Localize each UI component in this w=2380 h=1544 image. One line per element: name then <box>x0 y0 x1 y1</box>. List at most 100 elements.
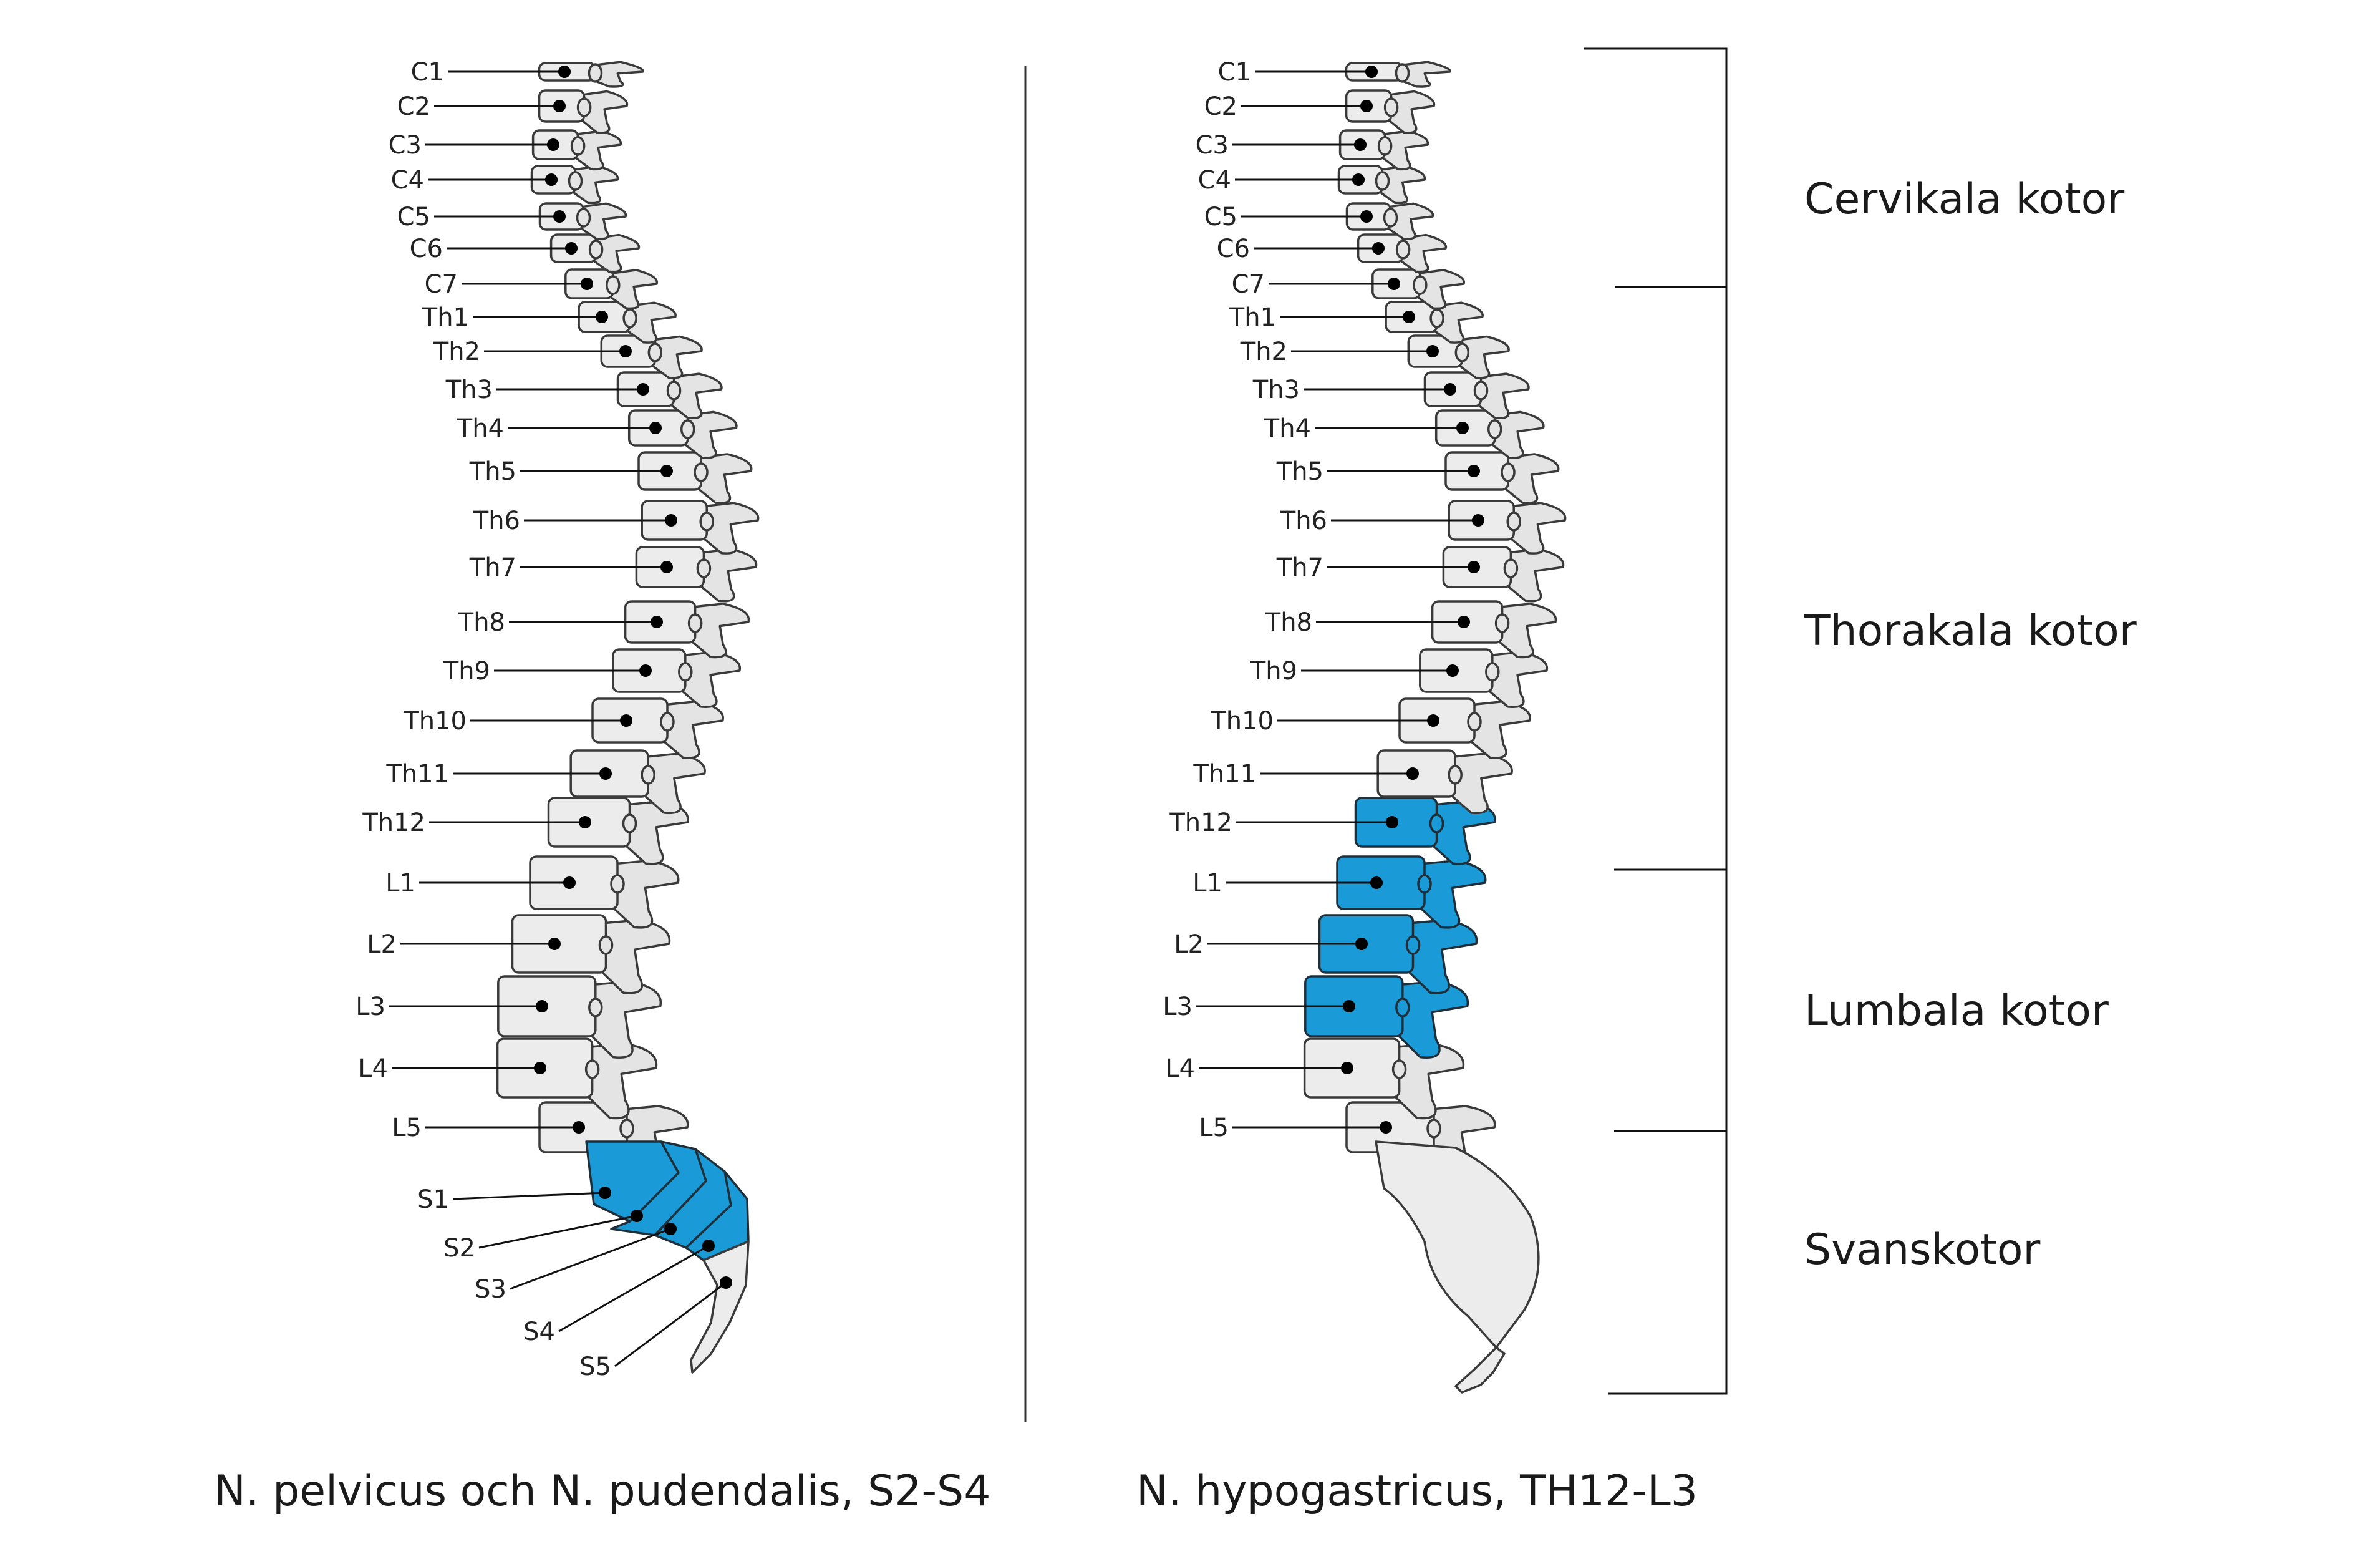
marker-th3 <box>1444 383 1456 396</box>
marker-c1 <box>1365 66 1378 78</box>
leader-s5 <box>614 1281 727 1367</box>
marker-s1 <box>599 1187 611 1199</box>
label-c2: C2 <box>397 92 430 121</box>
vertebra-l1 <box>529 855 680 929</box>
marker-c6 <box>565 242 578 255</box>
region-label-thoracic: Thorakala kotor <box>1804 606 2137 656</box>
marker-th3 <box>637 383 649 396</box>
right-spine-labels: C1C2C3C4C5C6C7Th1Th2Th3Th4Th5Th6Th7Th8Th… <box>1163 58 1484 1142</box>
vertebra-c5 <box>1345 202 1434 240</box>
label-th10: Th10 <box>403 707 467 736</box>
vertebra-s5 <box>690 1240 750 1374</box>
label-th2: Th2 <box>1240 337 1287 366</box>
label-c7: C7 <box>425 270 458 299</box>
label-th12: Th12 <box>362 808 425 837</box>
marker-th4 <box>649 422 662 434</box>
label-c1: C1 <box>1218 58 1251 87</box>
label-s1: S1 <box>417 1185 449 1214</box>
marker-c7 <box>1388 278 1400 290</box>
region-label-lumbar: Lumbala kotor <box>1804 986 2109 1036</box>
marker-c1 <box>558 66 571 78</box>
vertebra-c4 <box>530 165 619 205</box>
marker-c4 <box>545 173 558 186</box>
vertebra-c3 <box>531 129 622 171</box>
label-l3: L3 <box>1163 993 1192 1021</box>
vertebra-c1 <box>1345 61 1451 88</box>
marker-th12 <box>1386 816 1398 828</box>
label-th6: Th6 <box>473 507 520 535</box>
vertebra-th5 <box>1444 451 1560 505</box>
marker-th10 <box>1427 714 1439 727</box>
leader-s2 <box>478 1215 637 1249</box>
marker-c5 <box>553 210 566 223</box>
marker-th9 <box>639 664 652 677</box>
marker-th5 <box>660 465 673 477</box>
vertebra-th8 <box>624 600 750 659</box>
marker-th12 <box>579 816 591 828</box>
label-l4: L4 <box>358 1054 388 1083</box>
vertebra-th6 <box>1448 500 1567 555</box>
vertebra-c6 <box>1357 233 1448 273</box>
marker-th2 <box>1426 345 1439 357</box>
label-th1: Th1 <box>1229 303 1276 332</box>
marker-th5 <box>1468 465 1480 477</box>
label-th1: Th1 <box>422 303 469 332</box>
leader-s4 <box>558 1245 709 1333</box>
label-c1: C1 <box>411 58 444 87</box>
label-th8: Th8 <box>458 608 505 637</box>
vertebra-th7 <box>1442 546 1565 603</box>
marker-l1 <box>563 876 576 889</box>
label-s3: S3 <box>475 1275 506 1304</box>
label-l5: L5 <box>1199 1114 1229 1142</box>
label-s5: S5 <box>579 1352 611 1381</box>
marker-c2 <box>1360 100 1373 112</box>
label-th4: Th4 <box>1264 414 1311 443</box>
marker-th9 <box>1446 664 1459 677</box>
label-th4: Th4 <box>457 414 504 443</box>
marker-th7 <box>1468 561 1480 573</box>
marker-c3 <box>547 138 559 151</box>
label-c3: C3 <box>389 131 422 160</box>
marker-th1 <box>1403 311 1415 323</box>
region-label-coccygeal: Svanskotor <box>1804 1225 2040 1275</box>
label-th12: Th12 <box>1169 808 1232 837</box>
marker-c5 <box>1360 210 1373 223</box>
marker-th10 <box>620 714 632 727</box>
label-th10: Th10 <box>1210 707 1274 736</box>
region-label-cervical: Cervikala kotor <box>1804 175 2124 224</box>
vertebra-th6 <box>641 500 760 555</box>
region-bracket <box>1584 47 1728 1395</box>
marker-l1 <box>1370 876 1383 889</box>
marker-s3 <box>664 1223 677 1235</box>
label-c5: C5 <box>397 203 430 231</box>
marker-th7 <box>660 561 673 573</box>
marker-th8 <box>651 616 663 628</box>
label-th11: Th11 <box>385 760 449 789</box>
marker-l2 <box>548 938 561 950</box>
marker-th8 <box>1458 616 1470 628</box>
left-caption: N. pelvicus och N. pudendalis, S2-S4 <box>214 1467 990 1516</box>
marker-c4 <box>1352 173 1365 186</box>
label-c3: C3 <box>1196 131 1229 160</box>
label-th7: Th7 <box>1276 553 1323 582</box>
marker-th6 <box>665 514 677 527</box>
marker-s4 <box>702 1240 715 1252</box>
vertebra-c7 <box>564 268 659 310</box>
label-th11: Th11 <box>1192 760 1256 789</box>
vertebra-l3 <box>497 975 662 1059</box>
vertebra-th2 <box>1407 334 1510 379</box>
label-th9: Th9 <box>1250 657 1297 686</box>
label-c6: C6 <box>1217 235 1250 263</box>
label-th5: Th5 <box>1276 457 1323 486</box>
vertebra-th1 <box>578 301 677 344</box>
marker-c6 <box>1372 242 1385 255</box>
label-l1: L1 <box>385 869 415 898</box>
label-th6: Th6 <box>1280 507 1327 535</box>
sacrum-right <box>1375 1140 1540 1394</box>
marker-l3 <box>536 1000 548 1012</box>
vertebra-c2 <box>1345 89 1436 134</box>
label-c2: C2 <box>1204 92 1237 121</box>
label-l1: L1 <box>1192 869 1222 898</box>
left-spine-labels: C1C2C3C4C5C6C7Th1Th2Th3Th4Th5Th6Th7Th8Th… <box>356 58 732 1381</box>
